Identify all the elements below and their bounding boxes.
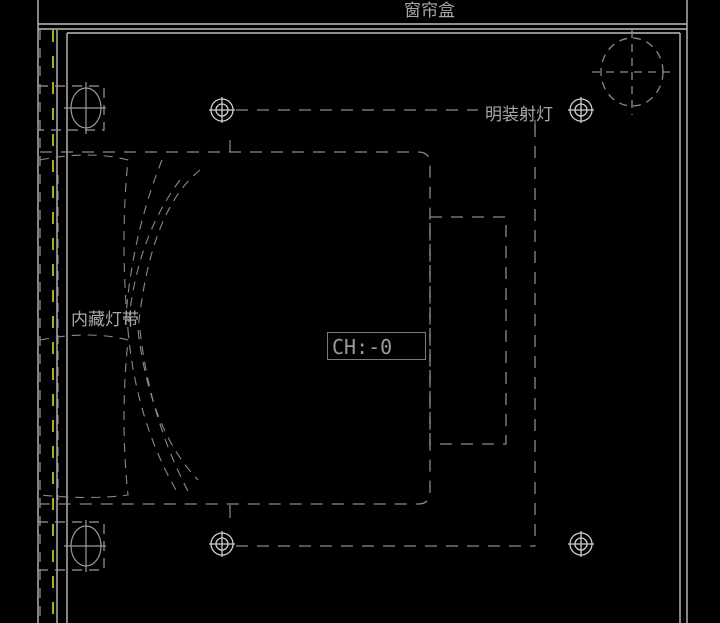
spotlight-top-right-icon[interactable] [568, 97, 594, 123]
surface-spotlight-label: 明装射灯 [485, 105, 553, 125]
downlight-bottom-left-icon [37, 520, 106, 572]
room-outline [37, 0, 688, 623]
downlight-top-left-icon [37, 82, 106, 134]
curtain-box-label: 窗帘盒 [404, 1, 455, 21]
spotlight-circuit-lines [236, 109, 536, 547]
curtain-drape-sketch [39, 154, 201, 500]
spotlight-top-left-icon[interactable] [209, 97, 235, 123]
ceiling-recess-outline [40, 151, 507, 505]
coordinate-readout-box[interactable]: CH:-0 [327, 332, 426, 360]
spotlight-bottom-left-icon[interactable] [209, 531, 235, 557]
spotlight-bottom-right-icon[interactable] [568, 531, 594, 557]
hidden-light-strip-label: 内藏灯带 [71, 310, 139, 330]
ceiling-fixture-icon [592, 30, 675, 115]
